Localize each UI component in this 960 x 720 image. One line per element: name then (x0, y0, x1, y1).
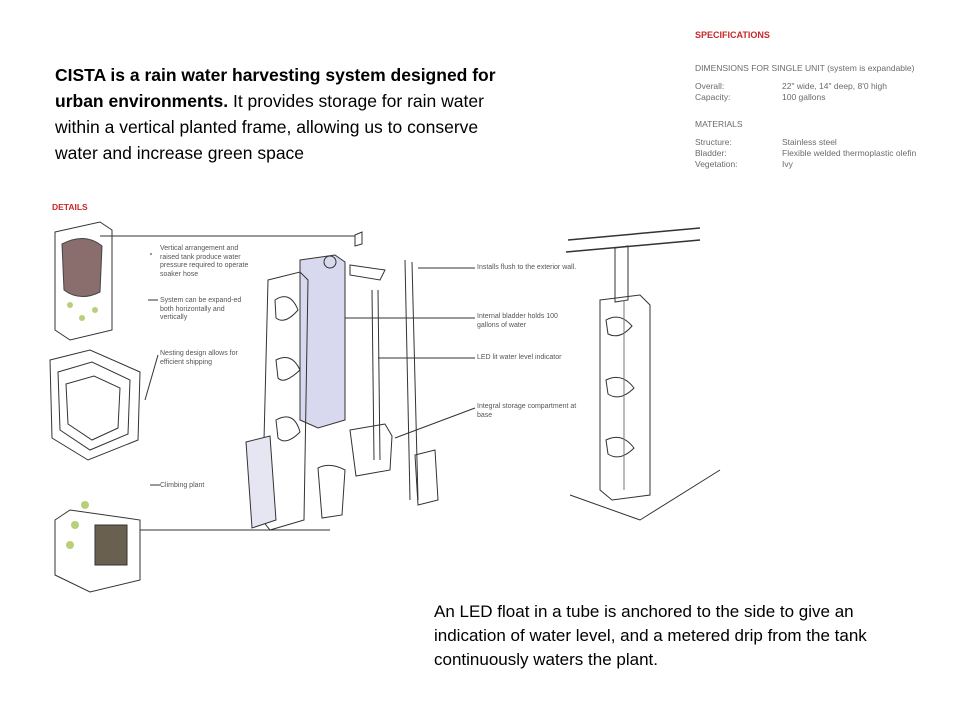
specifications-heading: SPECIFICATIONS (695, 30, 770, 40)
callout-storage-compartment: Integral storage compartment at base (477, 403, 577, 419)
spec-value: Flexible welded thermoplastic olefin (782, 148, 917, 158)
spec-row: Bladder: Flexible welded thermoplastic o… (695, 148, 955, 159)
spec-label: Capacity: (695, 92, 731, 102)
materials-title: MATERIALS (695, 119, 743, 129)
details-heading: DETAILS (52, 202, 88, 212)
spec-label: Structure: (695, 137, 732, 147)
callout-installs-flush: Installs flush to the exterior wall. (477, 264, 577, 271)
spec-value: 100 gallons (782, 92, 826, 102)
callout-nesting: Nesting design allows for efficient ship… (160, 350, 238, 366)
intro-bold: CISTA is a rain water harvesting system … (55, 65, 496, 111)
spec-value: 22" wide, 14" deep, 8'0 high (782, 81, 888, 91)
spec-label: Bladder: (695, 148, 727, 158)
dimensions-title: DIMENSIONS FOR SINGLE UNIT (system is ex… (695, 63, 915, 73)
spec-row: Overall: 22" wide, 14" deep, 8'0 high (695, 81, 955, 92)
spec-row: Structure: Stainless steel (695, 137, 955, 148)
spec-label: Overall: (695, 81, 725, 91)
callout-vertical-arrangement: Vertical arrangement and raised tank pro… (160, 245, 249, 278)
callout-led-indicator: LED lit water level indicator (477, 354, 562, 361)
intro-paragraph: CISTA is a rain water harvesting system … (55, 62, 525, 166)
callout-expandable: System can be expand-ed both horizontall… (160, 297, 242, 321)
footer-paragraph: An LED float in a tube is anchored to th… (434, 602, 867, 669)
spec-value: Ivy (782, 159, 793, 169)
spec-value: Stainless steel (782, 137, 837, 147)
callout-internal-bladder: Internal bladder holds 100 gallons of wa… (477, 313, 558, 329)
spec-row: Vegetation: Ivy (695, 159, 955, 170)
intro-normal: It provides storage for rain water withi… (55, 91, 484, 163)
specifications-panel: SPECIFICATIONS DIMENSIONS FOR SINGLE UNI… (695, 30, 955, 170)
spec-row: Capacity: 100 gallons (695, 92, 955, 103)
callout-climbing-plant: Climbing plant (160, 482, 205, 489)
spec-label: Vegetation: (695, 159, 738, 169)
